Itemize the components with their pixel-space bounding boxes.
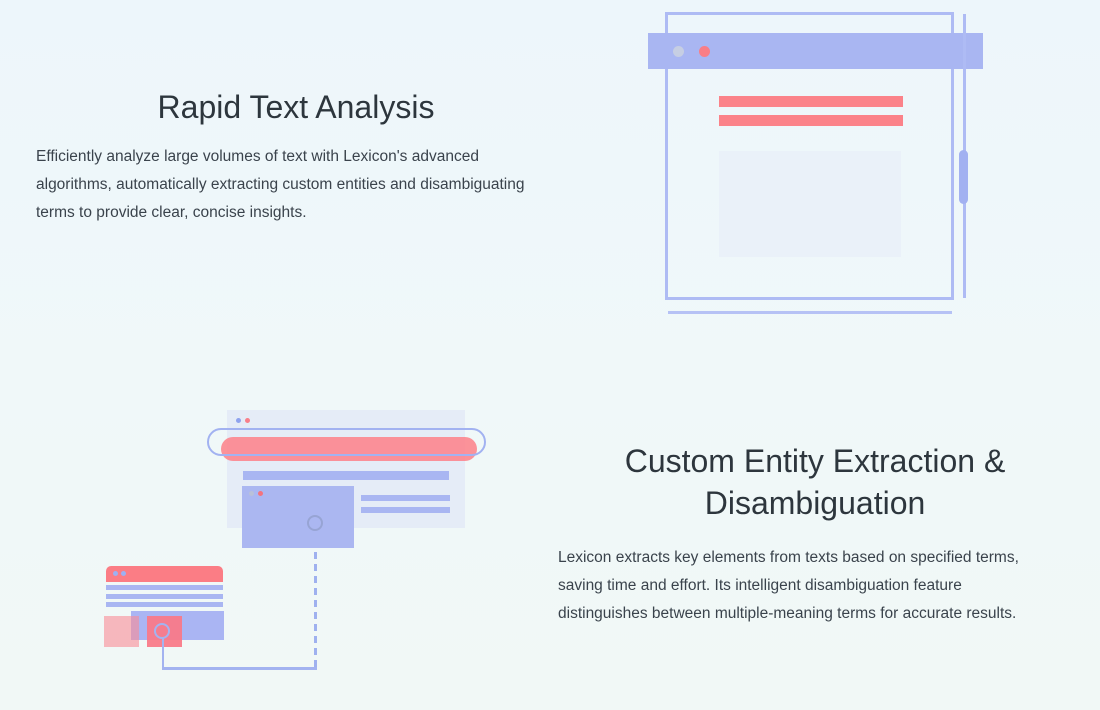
scrollbar-thumb [959,150,968,204]
content-panel [719,151,901,257]
highlight-square-pink [104,616,139,647]
connector-line-horizontal [161,667,317,670]
window-dot-blue-icon [236,418,241,423]
mini-text-line-2 [106,593,223,599]
text-line-red-1 [719,96,903,107]
text-line-red-2 [719,115,903,126]
text-line-blue [243,471,449,480]
entity-card [242,486,354,548]
search-bar-highlight [221,437,477,461]
card-dot-gray-icon [249,491,254,496]
target-circle-icon [154,623,170,639]
search-bar-outline [207,428,486,456]
mini-window-titlebar [106,566,223,582]
window-dot-gray-icon [673,46,684,57]
mini-text-line-1 [106,585,223,590]
card-dot-red-icon [258,491,263,496]
feature-1-heading: Rapid Text Analysis [157,89,435,125]
window-outline [665,12,954,300]
feature-1-description: Efficiently analyze large volumes of tex… [36,148,525,221]
feature-2-heading: Custom Entity Extraction & Disambiguatio… [624,443,1006,521]
feature-2-description: Lexicon extracts key elements from texts… [558,549,1019,622]
sidebar-line-1 [361,495,450,501]
window-dot-red-icon [699,46,710,57]
card-target-circle-icon [307,515,323,531]
mini-window-dot-icon [121,571,126,576]
sidebar-line-2 [361,507,450,513]
connector-dashed-line [314,552,317,670]
connector-line-vertical [161,638,164,669]
mini-window-dot-icon [113,571,118,576]
mini-text-line-3 [106,602,223,607]
window-dot-red-icon [245,418,250,423]
window-bottom-line [668,311,952,314]
